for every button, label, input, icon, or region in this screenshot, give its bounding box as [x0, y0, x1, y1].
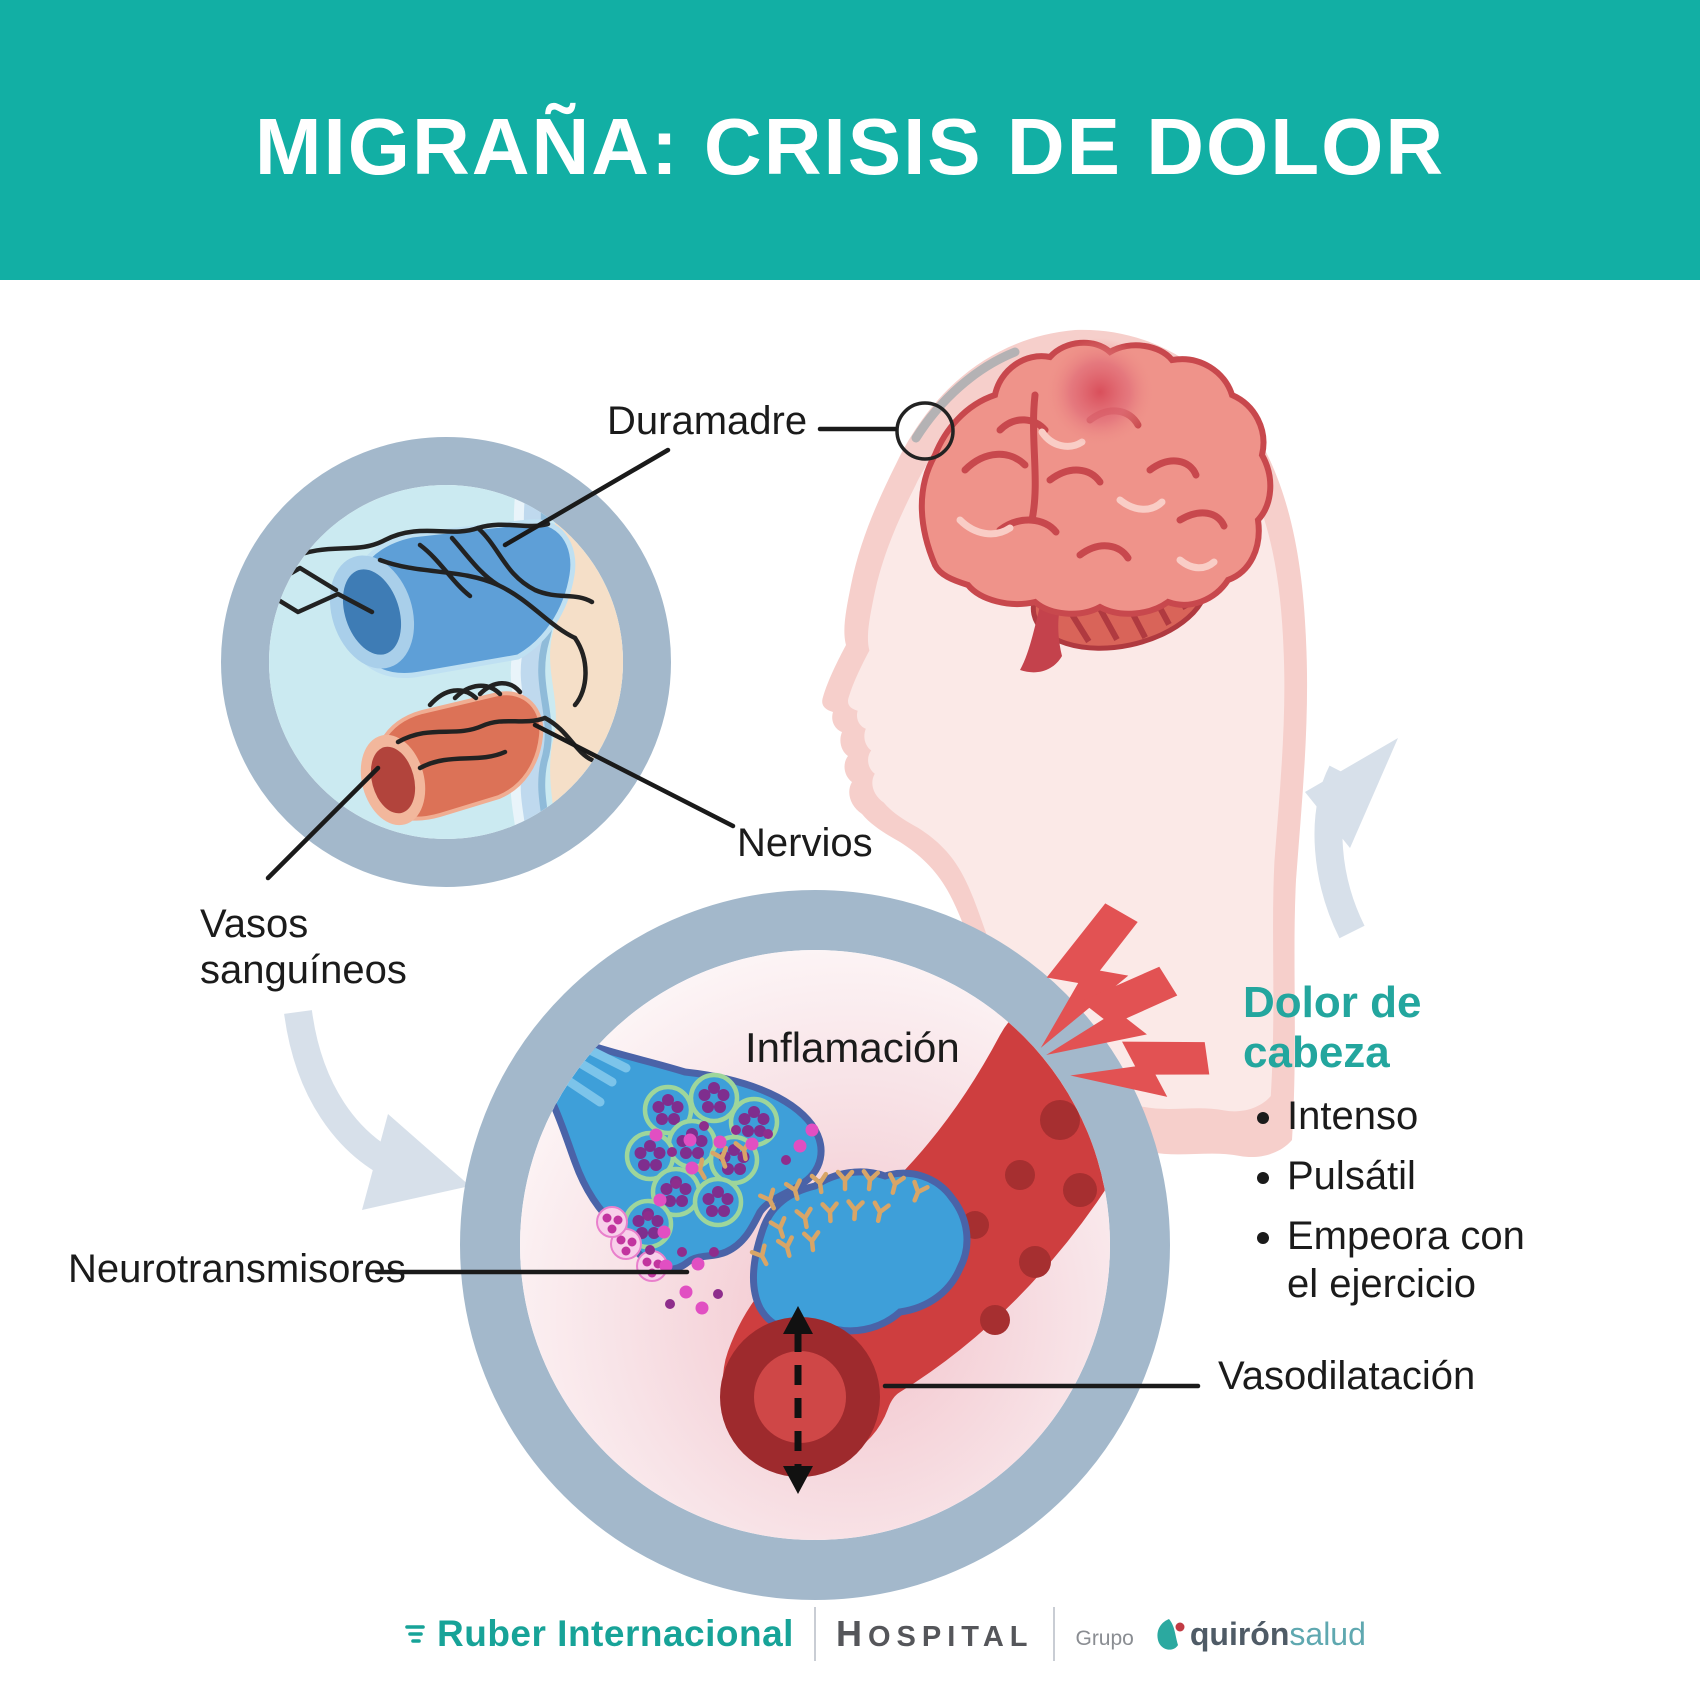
pointer-lines [265, 426, 1201, 1389]
vessel-cells [917, 1100, 1097, 1335]
salud-text: salud [1289, 1615, 1366, 1652]
skull-arc [911, 347, 1020, 443]
neurotransmitter-dots [643, 1121, 819, 1315]
symptom-item: Empeora con el ejercicio [1287, 1212, 1557, 1310]
symptoms-list: Intenso Pulsátil Empeora con el ejercici… [1243, 1092, 1573, 1309]
quironsalud-logo-icon [1157, 1619, 1185, 1650]
symptoms-heading: Dolor de cabeza [1243, 978, 1422, 1077]
ruber-logo: Ruber Internacional [405, 1613, 794, 1655]
footer-divider [1053, 1607, 1056, 1661]
ruber-logo-text: Ruber Internacional [437, 1613, 794, 1654]
skin-layer [550, 485, 623, 839]
symptom-item: Intenso [1287, 1092, 1557, 1141]
synapse-inset [460, 890, 1170, 1600]
inset-ring [221, 437, 671, 887]
label-inflamacion: Inflamación [745, 1024, 960, 1071]
blue-vessel [329, 519, 576, 678]
hospital-wordmark: HOSPITAL [835, 1613, 1034, 1654]
symptoms-panel: Dolor de cabeza Intenso Pulsátil Empeora… [1243, 978, 1573, 1320]
vasos-pointer [265, 765, 381, 881]
head-illustration [822, 329, 1308, 1158]
quironsalud-logo: quirónsalud [1154, 1615, 1366, 1653]
symptom-item: Pulsátil [1287, 1152, 1557, 1201]
footer-divider [813, 1607, 816, 1661]
label-vasodilatacion: Vasodilatación [1218, 1354, 1476, 1398]
dilation-arrow [783, 1306, 813, 1494]
duramadre-marker-circle [895, 401, 955, 461]
nervios-pointer [532, 722, 736, 829]
vessel-cross-section [720, 1317, 880, 1477]
red-vessel [360, 691, 544, 826]
migraine-spot [1046, 338, 1154, 446]
label-duramadre: Duramadre [607, 399, 808, 443]
footer-logos: Ruber Internacional HOSPITAL Grupo quiró… [405, 1602, 1366, 1666]
quiron-text: quirón [1189, 1615, 1290, 1652]
brainstem [1020, 598, 1062, 673]
label-vasos-sanguineos: Vasos sanguíneos [200, 902, 407, 992]
grupo-label: Grupo [1075, 1627, 1134, 1650]
header-band: MIGRAÑA: CRISIS DE DOLOR [0, 0, 1700, 280]
flow-arrow-left [284, 1010, 470, 1210]
page-title: MIGRAÑA: CRISIS DE DOLOR [254, 102, 1446, 191]
vessels-inset [221, 437, 671, 887]
label-neurotransmisores: Neurotransmisores [68, 1247, 406, 1291]
brain-highlights [956, 428, 1218, 572]
label-nervios: Nervios [737, 821, 873, 865]
duramadre-pointer-2 [502, 447, 671, 548]
flow-arrow-right [1305, 738, 1398, 939]
big-ring [460, 890, 1170, 1600]
ruber-logo-icon [405, 1625, 425, 1643]
